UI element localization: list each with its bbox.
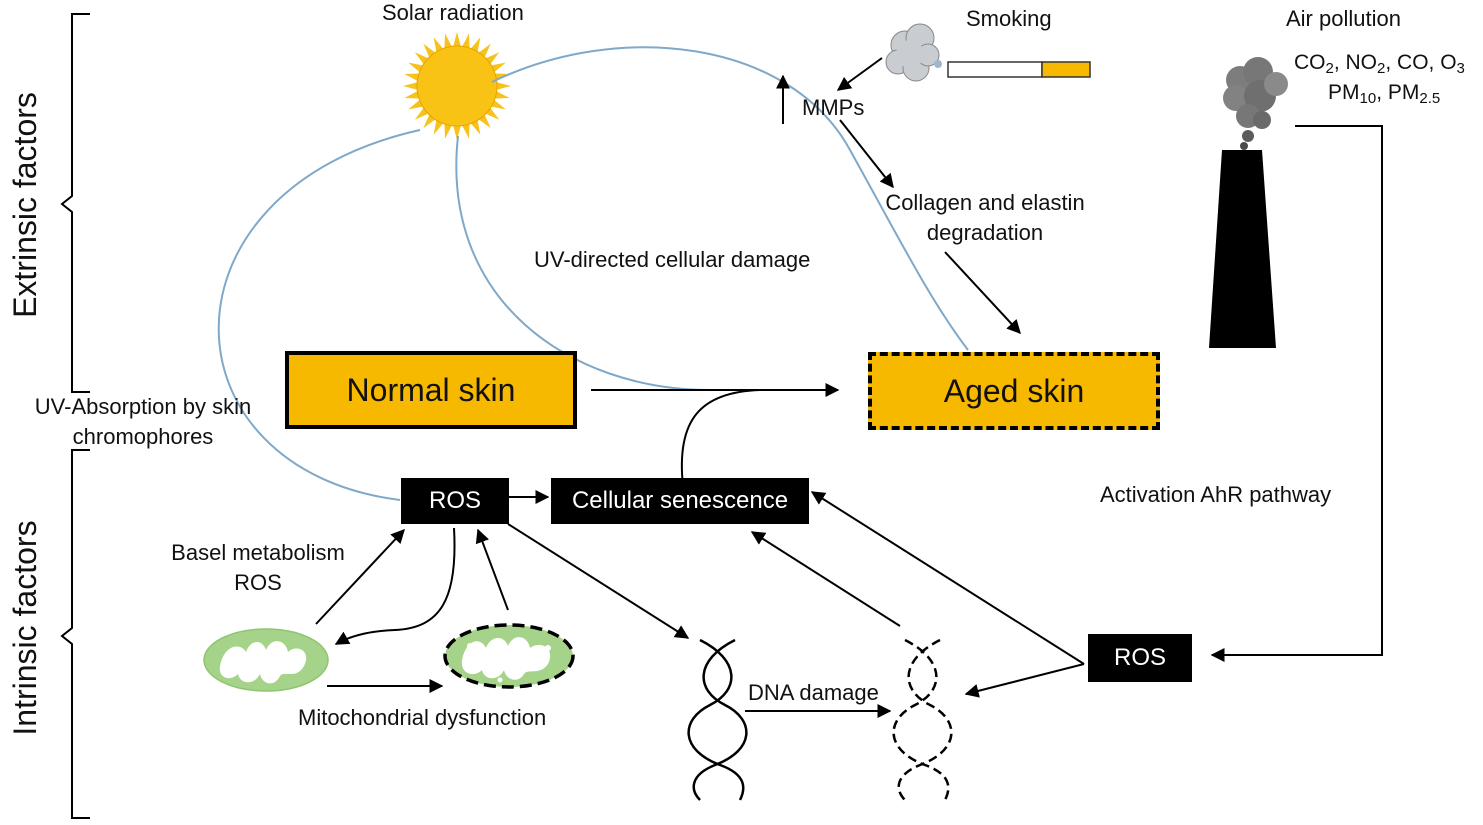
sun-ray xyxy=(461,121,470,139)
smoking-label: Smoking xyxy=(966,6,1052,31)
sun-ray xyxy=(492,90,510,99)
factory-smoke-icon xyxy=(1223,57,1288,150)
arrow-pollution-to-ros xyxy=(1210,125,1383,662)
arrow-collagen-to-aged xyxy=(944,251,1021,335)
uv-curve-outer xyxy=(217,129,421,501)
uv-damage-label: UV-directed cellular damage xyxy=(534,247,811,272)
senescence-to-aged-curve xyxy=(680,389,761,487)
cellular-senescence-box: Cellular senescence xyxy=(551,478,809,524)
sun-ray xyxy=(452,32,462,49)
ros-left-box: ROS xyxy=(401,478,509,524)
damaged-dna-icon xyxy=(892,638,953,801)
arrow-ros-to-dna xyxy=(507,523,690,639)
arrow-damaged-dna-to-senescence xyxy=(750,531,901,627)
sun-icon xyxy=(403,32,511,140)
arrow-ros-right-to-senescence xyxy=(810,491,1085,665)
solar-radiation-label: Solar radiation xyxy=(382,0,524,25)
arrow-ros-right-to-dna xyxy=(964,663,1085,698)
extrinsic-brace xyxy=(60,13,90,393)
normal-skin-box: Normal skin xyxy=(285,351,577,429)
arrow-ros-to-mito xyxy=(334,527,456,645)
uv-absorption-label: UV-Absorption by skin chromophores xyxy=(34,394,252,449)
pollutants-line2: PM10, PM2.5 xyxy=(1328,81,1441,107)
uv-curve-inner xyxy=(455,135,711,391)
collagen-label: Collagen and elastin degradation xyxy=(885,190,1085,245)
dna-damage-label: DNA damage xyxy=(748,680,879,705)
arrow-mmps-to-collagen xyxy=(839,119,894,189)
mitochondrial-dysfunction-label: Mitochondrial dysfunction xyxy=(298,705,547,730)
extrinsic-factors-label: Extrinsic factors xyxy=(7,92,43,318)
sun-ray xyxy=(494,81,511,91)
arrow-dysfunction-to-ros xyxy=(475,528,509,611)
damaged-mitochondrion-icon xyxy=(443,623,575,689)
sun-ray xyxy=(452,123,462,140)
pollutants-line1: CO2, NO2, CO, O3 xyxy=(1294,51,1465,77)
sun-ray xyxy=(444,33,453,51)
sun-ray xyxy=(444,121,453,139)
ahr-pathway-label: Activation AhR pathway xyxy=(1100,482,1332,507)
dna-helix-icon xyxy=(687,638,748,801)
mitochondrion-icon xyxy=(203,628,329,692)
aged-skin-box: Aged skin xyxy=(868,352,1160,430)
basel-metabolism-label: Basel metabolism ROS xyxy=(171,540,345,595)
arrow-smoke-to-mmps xyxy=(836,57,883,91)
ros-right-box: ROS xyxy=(1088,634,1192,682)
smoke-cloud-icon xyxy=(885,23,942,82)
uv-curve-top xyxy=(491,46,969,351)
sun-ray xyxy=(404,90,422,99)
mmps-label: MMPs xyxy=(802,95,865,120)
air-pollution-label: Air pollution xyxy=(1286,6,1401,31)
chimney-icon xyxy=(1209,150,1276,348)
sun-ray xyxy=(403,81,420,91)
cigarette-icon xyxy=(947,61,1091,78)
intrinsic-factors-label: Intrinsic factors xyxy=(7,520,43,736)
arrow-mito-to-ros xyxy=(315,528,405,625)
intrinsic-brace xyxy=(60,449,90,819)
sun-ray xyxy=(461,33,470,51)
sun-ray xyxy=(404,73,422,82)
